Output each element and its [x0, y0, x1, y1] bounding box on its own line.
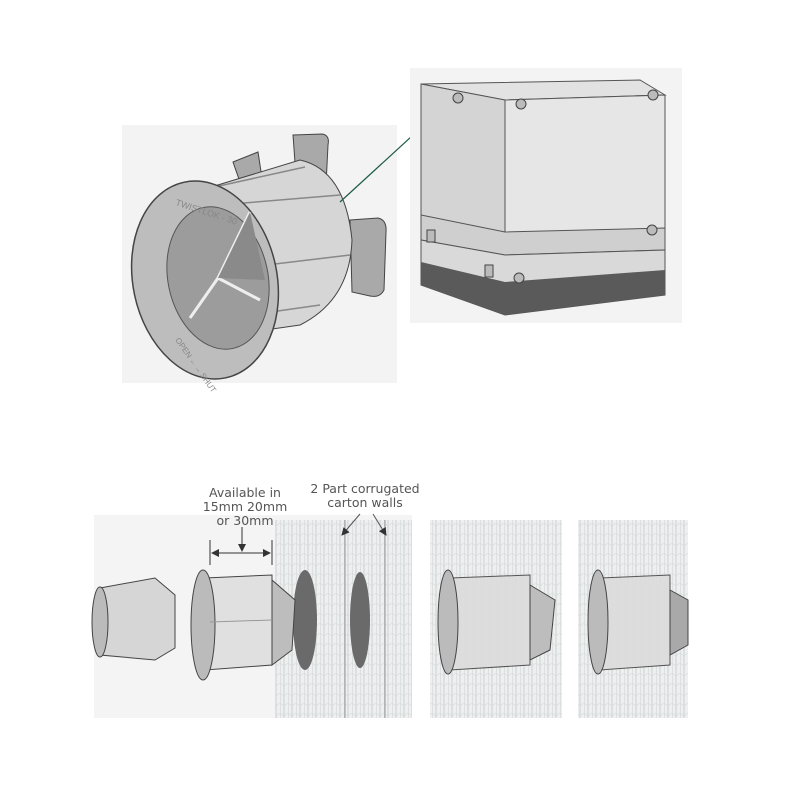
walls-label: 2 Part corrugated carton walls: [300, 482, 430, 510]
walls-label-line: 2 Part corrugated: [310, 481, 420, 496]
installation-step-2: [430, 520, 562, 718]
installation-step-3: [578, 520, 689, 718]
size-label-line: Available in: [209, 485, 281, 500]
size-label-line: or 30mm: [216, 513, 274, 528]
walls-label-line: carton walls: [327, 495, 403, 510]
twistlok-fitting-illustration: TWISTLOK - 30 OPEN ←→ SHUT: [122, 125, 397, 394]
size-label: Available in 15mm 20mm or 30mm: [190, 486, 300, 528]
size-label-line: 15mm 20mm: [202, 499, 288, 514]
carton-box-illustration: [410, 68, 682, 323]
installation-step-1: [91, 513, 412, 718]
